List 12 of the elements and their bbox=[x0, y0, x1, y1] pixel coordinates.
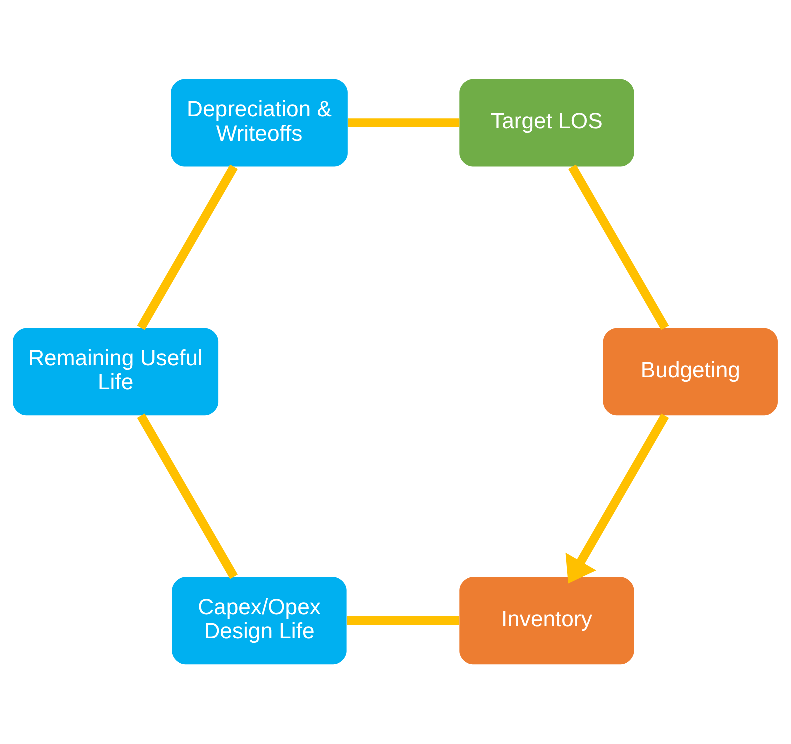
arrow bbox=[566, 414, 670, 584]
node-box: Capex/Opex Design Life bbox=[172, 577, 347, 665]
node-box: Depreciation & Writeoffs bbox=[171, 79, 348, 167]
node-box: Remaining Useful Life bbox=[13, 328, 219, 416]
node-box: Inventory bbox=[460, 577, 634, 665]
connector bbox=[137, 414, 238, 580]
node-box: Target LOS bbox=[460, 79, 634, 167]
node-box: Budgeting bbox=[603, 328, 778, 416]
connector bbox=[347, 616, 460, 626]
connector bbox=[348, 118, 460, 128]
connector bbox=[568, 164, 670, 330]
connector bbox=[137, 164, 238, 330]
